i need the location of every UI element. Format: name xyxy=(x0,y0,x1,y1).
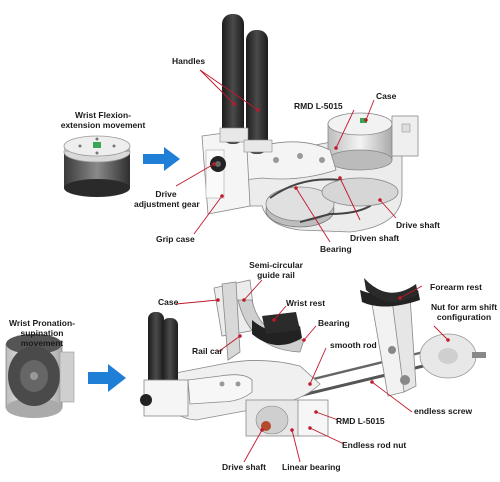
label-wrist-rest: Wrist rest xyxy=(286,298,326,308)
label-bearing-top: Bearing xyxy=(320,244,352,254)
label-endless-rod-nut: Endless rod nut xyxy=(342,440,407,450)
pronation-device-drawing xyxy=(140,278,486,437)
flexion-side-label-line2: extension movement xyxy=(60,120,146,130)
label-forearm-rest: Forearm rest xyxy=(430,282,482,292)
pronation-motor-thumbnail xyxy=(5,334,75,418)
pronation-side-label-line3: movement xyxy=(20,338,64,348)
pronation-side-label-line2: supination xyxy=(20,328,64,338)
label-case-top: Case xyxy=(376,91,397,101)
label-linear-bearing: Linear bearing xyxy=(282,462,341,472)
label-drive-gear-line1: Drive xyxy=(155,189,177,199)
label-nut-arm-shift: Nut for arm shift configuration xyxy=(428,302,500,322)
label-grip-case: Grip case xyxy=(156,234,195,244)
label-smooth-rod: smooth rod xyxy=(330,340,377,350)
label-semi-rail-line1: Semi-circular xyxy=(249,260,303,270)
pronation-side-label-line1: Wrist Pronation- xyxy=(9,318,75,328)
flexion-motor-thumbnail xyxy=(63,135,131,197)
label-nut-line1: Nut for arm shift xyxy=(430,302,498,312)
pronation-arrow xyxy=(88,364,126,392)
flexion-arrow xyxy=(143,147,180,171)
leader-lines xyxy=(175,69,450,463)
label-case-bottom: Case xyxy=(158,297,179,307)
label-driven-shaft: Driven shaft xyxy=(350,233,400,243)
label-rmd-bottom: RMD L-5015 xyxy=(336,416,385,426)
label-rail-car: Rail car xyxy=(192,346,223,356)
label-semi-rail-line2: guide rail xyxy=(257,270,295,280)
label-nut-line2: configuration xyxy=(436,312,492,322)
pronation-side-label: Wrist Pronation- supination movement xyxy=(0,318,84,348)
label-bearing-bottom: Bearing xyxy=(318,318,350,328)
label-handles: Handles xyxy=(172,56,206,66)
label-drive-adjustment-gear: Drive adjustment gear xyxy=(134,189,200,209)
label-rmd-top: RMD L-5015 xyxy=(294,101,343,111)
flexion-side-label: Wrist Flexion- extension movement xyxy=(58,110,148,130)
label-endless-screw: endless screw xyxy=(414,406,473,416)
label-drive-gear-line2: adjustment gear xyxy=(134,199,200,209)
label-drive-shaft-bottom: Drive shaft xyxy=(222,462,266,472)
flexion-device-drawing xyxy=(201,14,419,233)
flexion-side-label-line1: Wrist Flexion- xyxy=(74,110,132,120)
label-drive-shaft-top: Drive shaft xyxy=(396,220,440,230)
label-semi-circular-guide-rail: Semi-circular guide rail xyxy=(244,260,308,280)
